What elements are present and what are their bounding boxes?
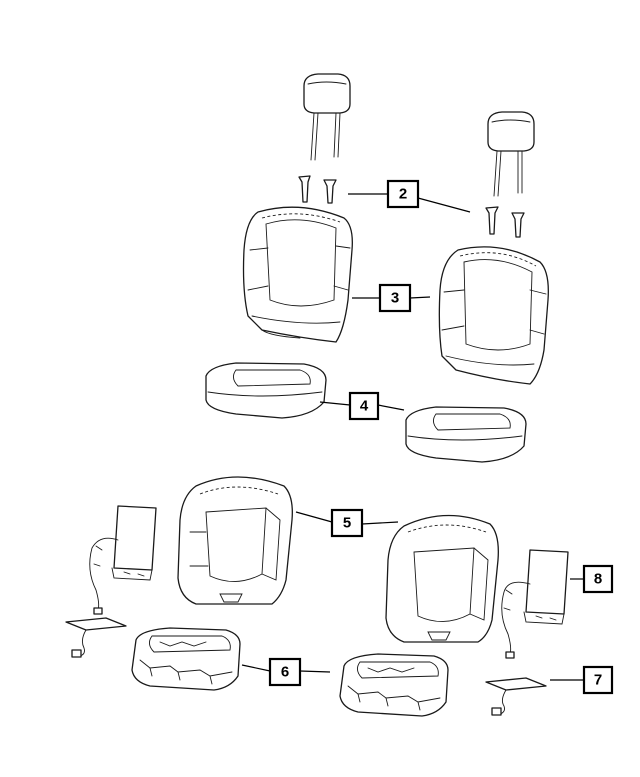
callout-2: 2 (386, 179, 420, 209)
headrest-guides-right (485, 206, 525, 238)
cushion-cover-right (405, 406, 527, 463)
callout-4-label: 4 (360, 398, 369, 415)
callout-7-label: 7 (594, 672, 602, 689)
cushion-heater-mat-right (485, 677, 547, 716)
cushion-pad-left (131, 627, 241, 691)
callout-5-label: 5 (343, 515, 351, 532)
callout-5: 5 (330, 508, 364, 538)
callout-7: 7 (582, 665, 614, 695)
callout-3: 3 (378, 283, 412, 313)
callout-3-label: 3 (391, 290, 399, 307)
back-heater-mat-left (89, 505, 157, 615)
callout-6: 6 (268, 657, 302, 687)
headrest-guides-left (298, 175, 337, 204)
callout-8: 8 (582, 564, 614, 594)
callout-8-label: 8 (594, 571, 602, 588)
seatback-cover-right (438, 246, 549, 385)
seatback-cover-left (242, 206, 353, 343)
cushion-cover-left (205, 362, 327, 419)
cushion-pad-right (339, 653, 449, 717)
seatback-pad-right (385, 514, 499, 643)
back-heater-mat-right (501, 549, 569, 659)
callout-2-label: 2 (399, 186, 407, 203)
seatback-pad-left (177, 476, 293, 605)
callout-4: 4 (348, 391, 380, 421)
leader-lines (241, 193, 584, 681)
callout-6-label: 6 (281, 664, 289, 681)
headrest-left (303, 73, 351, 161)
cushion-heater-mat-left (65, 617, 127, 658)
headrest-right (487, 111, 535, 197)
